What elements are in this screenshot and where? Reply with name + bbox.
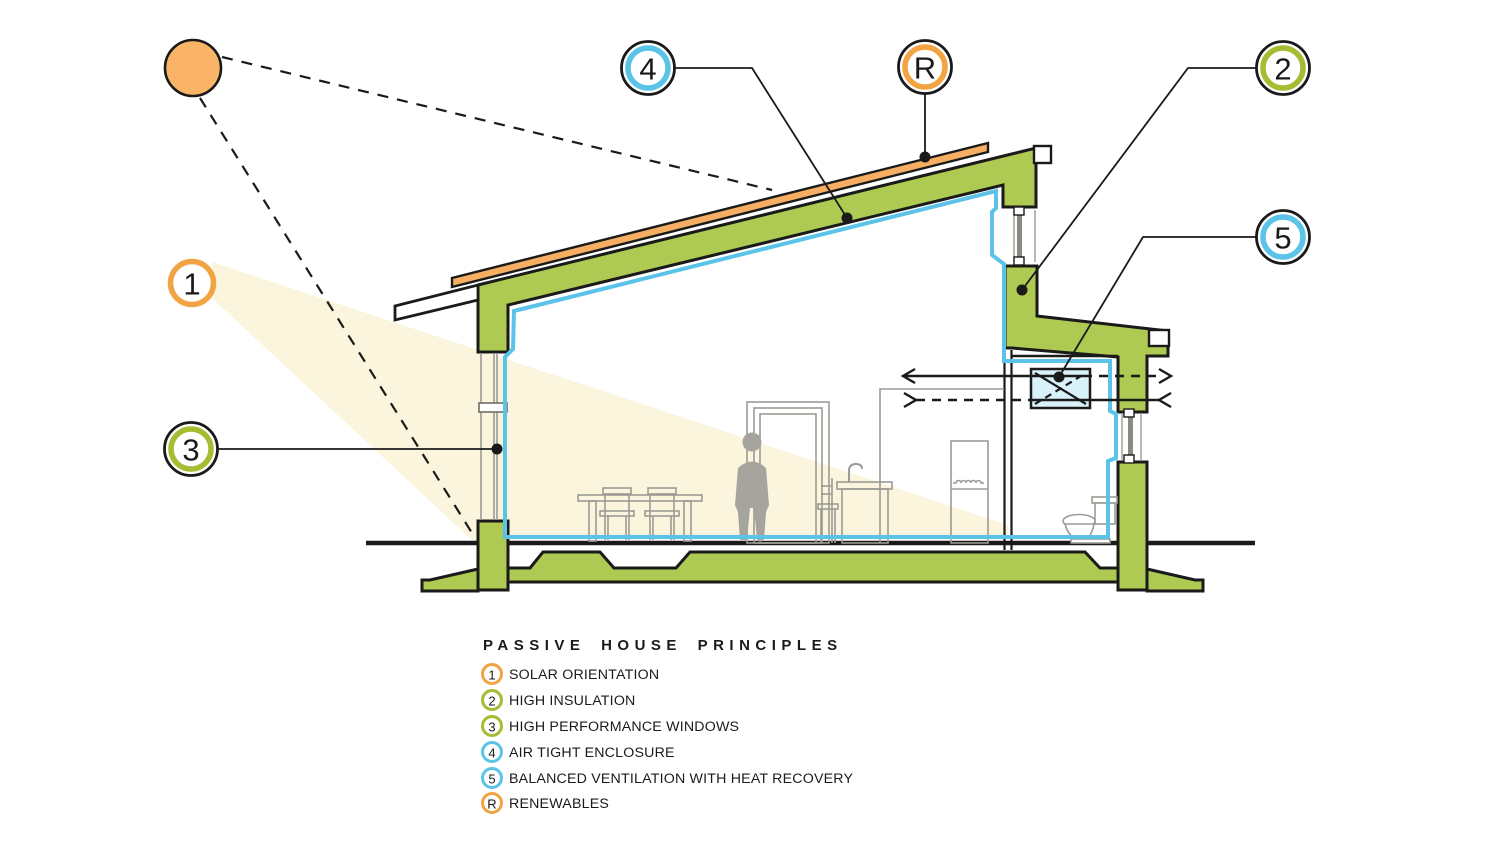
leader-4 xyxy=(673,67,848,219)
legend-item-2: 2 HIGH INSULATION xyxy=(481,689,636,711)
callout-2: 2 xyxy=(1255,40,1311,96)
left-window-mullion xyxy=(478,402,508,413)
legend-item-1-id: 1 xyxy=(488,668,495,683)
exhaust-air-arrow xyxy=(903,391,1172,409)
foundation xyxy=(420,550,1205,593)
legend-item-2-label: HIGH INSULATION xyxy=(509,693,636,709)
callout-5: 5 xyxy=(1255,209,1311,265)
upper-fascia-trim xyxy=(1032,144,1053,165)
callout-2-label: 2 xyxy=(1274,52,1291,87)
right-wall-base xyxy=(1116,460,1149,592)
counter-stool xyxy=(817,478,839,543)
callout-leaders xyxy=(218,67,1257,450)
right-window xyxy=(1121,408,1142,464)
legend-item-R: R RENEWABLES xyxy=(481,792,609,814)
legend: PASSIVE HOUSE PRINCIPLES 1 SOLAR ORIENTA… xyxy=(481,637,853,814)
callout-4-label: 4 xyxy=(639,52,656,87)
callout-1-label: 1 xyxy=(183,267,200,302)
callout-1: 1 xyxy=(167,258,217,308)
legend-item-4: 4 AIR TIGHT ENCLOSURE xyxy=(481,741,675,763)
clerestory-window xyxy=(1013,206,1036,266)
sun-ray-to-window xyxy=(199,97,473,534)
air-barrier-line xyxy=(503,188,1118,539)
clerestory-glazing xyxy=(1017,212,1022,260)
kitchen-range xyxy=(950,440,989,544)
legend-item-4-id: 4 xyxy=(488,746,495,761)
callout-3: 3 xyxy=(163,421,219,477)
sun-rays xyxy=(199,55,773,534)
lower-roof-insulation xyxy=(1003,264,1170,414)
supply-air-arrow xyxy=(900,367,1174,385)
foundation-slab xyxy=(476,550,1149,584)
legend-item-1-label: SOLAR ORIENTATION xyxy=(509,667,659,683)
upper-roof-insulation xyxy=(476,146,1038,354)
legend-title: PASSIVE HOUSE PRINCIPLES xyxy=(483,637,843,654)
legend-item-5-label: BALANCED VENTILATION WITH HEAT RECOVERY xyxy=(509,771,853,787)
legend-item-5-id: 5 xyxy=(488,772,495,787)
right-window-glazing xyxy=(1128,414,1133,459)
solar-panel xyxy=(450,141,990,289)
callout-R: R xyxy=(897,39,953,95)
legend-item-5: 5 BALANCED VENTILATION WITH HEAT RECOVER… xyxy=(481,767,853,789)
legend-item-3-label: HIGH PERFORMANCE WINDOWS xyxy=(509,719,739,735)
faucet-icon xyxy=(848,462,863,482)
legend-item-2-id: 2 xyxy=(488,694,495,709)
dining-table xyxy=(577,494,703,542)
sun-ray-to-roof xyxy=(221,55,773,192)
building-section xyxy=(393,141,1171,592)
lower-fascia-trim xyxy=(1147,328,1171,348)
legend-item-4-label: AIR TIGHT ENCLOSURE xyxy=(509,745,675,761)
kitchen-counter xyxy=(836,462,893,544)
sunbeam xyxy=(212,262,1008,541)
callout-R-label: R xyxy=(914,51,936,86)
left-wall-base xyxy=(476,519,510,592)
leader-5 xyxy=(1058,236,1257,378)
footing-left xyxy=(420,567,480,593)
callout-4: 4 xyxy=(620,40,676,96)
leader-2 xyxy=(1021,67,1257,291)
footing-right xyxy=(1145,567,1205,593)
person-silhouette xyxy=(735,432,769,540)
legend-item-3-id: 3 xyxy=(488,720,495,735)
interior-furniture xyxy=(577,401,1118,544)
callout-3-label: 3 xyxy=(182,433,199,468)
roof-overhang xyxy=(393,283,480,322)
interior-partition xyxy=(1003,350,1118,550)
doorway-outline xyxy=(879,388,1004,543)
airflow-arrows xyxy=(900,367,1174,409)
sun-icon xyxy=(163,38,223,98)
callout-5-label: 5 xyxy=(1274,221,1291,256)
legend-item-R-label: RENEWABLES xyxy=(509,796,609,812)
legend-item-1: 1 SOLAR ORIENTATION xyxy=(481,663,659,685)
legend-item-R-id: R xyxy=(487,797,496,812)
leader-dots xyxy=(491,151,1065,455)
legend-item-3: 3 HIGH PERFORMANCE WINDOWS xyxy=(481,715,739,737)
